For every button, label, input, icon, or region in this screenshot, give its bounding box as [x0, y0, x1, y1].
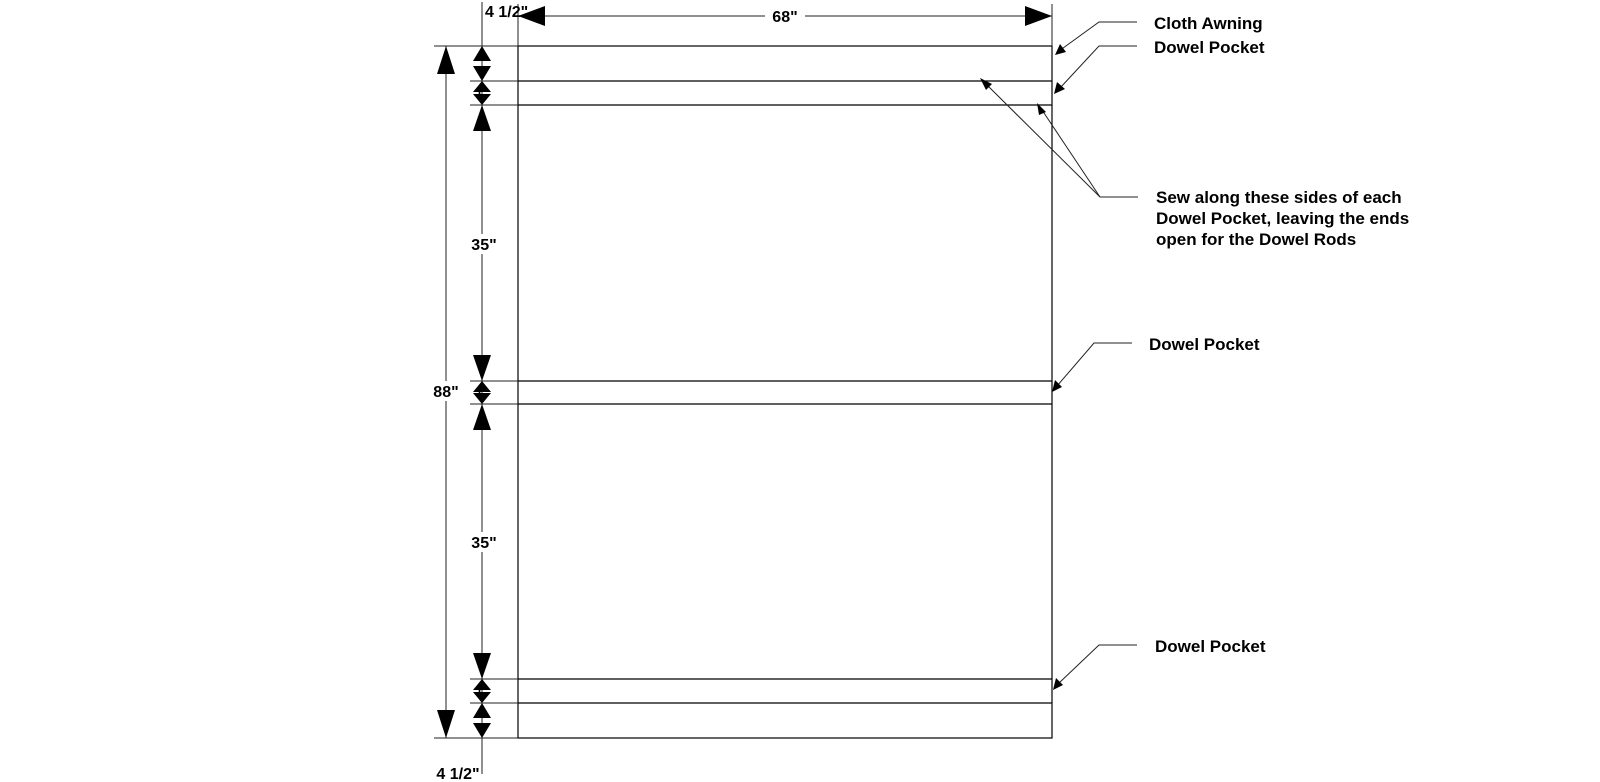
top-margin-label: 4 1/2": [485, 4, 528, 21]
dowel-pocket-middle-arrowhead: [1052, 380, 1062, 392]
top-margin-lower-arrowhead: [473, 66, 491, 81]
width-left-arrowhead: [518, 6, 545, 26]
segment-dimensions: 1" 35" 1" 35" 1": [464, 2, 518, 774]
sew-note-line-1: Sew along these sides of each: [1156, 188, 1402, 207]
dowel-pocket-bottom-label: Dowel Pocket: [1155, 637, 1266, 656]
width-dimension: 68": [517, 4, 1053, 46]
height-label: 88": [433, 384, 458, 401]
height-dimension: 88": [428, 45, 518, 739]
panel-1-lower-arrowhead: [473, 355, 491, 381]
top-pocket-label: 1": [476, 86, 488, 100]
sew-note-line-3: open for the Dowel Rods: [1156, 230, 1356, 249]
sew-note-leader-2: [1041, 109, 1101, 198]
middle-pocket-upper-arrowhead: [473, 381, 491, 392]
top-margin-upper-arrowhead: [473, 46, 491, 61]
sew-note-arrowhead-1: [980, 78, 992, 90]
dowel-pocket-middle-label: Dowel Pocket: [1149, 335, 1260, 354]
dowel-pocket-bottom-leader: [1057, 644, 1137, 685]
cloth-awning-arrowhead: [1055, 44, 1066, 55]
sew-note-arrowhead-2: [1037, 103, 1046, 115]
dowel-pocket-top-label: Dowel Pocket: [1154, 38, 1265, 57]
width-label: 68": [772, 9, 797, 26]
cloth-awning-leader: [1058, 21, 1137, 52]
width-right-arrowhead: [1025, 6, 1052, 26]
panel-2-label: 35": [471, 535, 496, 552]
sew-note-line-2: Dowel Pocket, leaving the ends: [1156, 209, 1409, 228]
panel-1-label: 35": [471, 237, 496, 254]
height-bottom-arrowhead: [437, 710, 455, 738]
callout-cloth-awning: Cloth Awning: [1055, 14, 1263, 55]
height-top-arrowhead: [437, 46, 455, 74]
panel-1-upper-arrowhead: [473, 105, 491, 131]
dowel-pocket-middle-leader: [1056, 342, 1132, 387]
top-pocket-lower-arrowhead: [473, 94, 491, 105]
middle-pocket-label: 1": [476, 386, 488, 400]
dowel-pocket-top-leader: [1059, 45, 1137, 89]
bottom-pocket-label: 1": [476, 684, 488, 698]
callout-dowel-pocket-middle: Dowel Pocket: [1052, 335, 1260, 392]
bottom-margin-upper-arrowhead: [473, 703, 491, 718]
panel-2-lower-arrowhead: [473, 653, 491, 679]
callout-sew-note: Sew along these sides of each Dowel Pock…: [980, 78, 1409, 249]
awning-outline: [517, 45, 1053, 739]
dowel-pocket-bottom-arrowhead: [1053, 678, 1063, 690]
bottom-pocket-lower-arrowhead: [473, 692, 491, 703]
dowel-pocket-top-arrowhead: [1054, 82, 1065, 94]
callout-dowel-pocket-top: Dowel Pocket: [1054, 38, 1265, 94]
bottom-margin-label: 4 1/2": [436, 766, 479, 782]
cloth-awning-label: Cloth Awning: [1154, 14, 1263, 33]
middle-pocket-lower-arrowhead: [473, 393, 491, 404]
bottom-margin-lower-arrowhead: [473, 723, 491, 738]
panel-2-upper-arrowhead: [473, 404, 491, 430]
callout-dowel-pocket-bottom: Dowel Pocket: [1053, 637, 1266, 690]
bottom-pocket-upper-arrowhead: [473, 679, 491, 690]
top-pocket-upper-arrowhead: [473, 81, 491, 92]
